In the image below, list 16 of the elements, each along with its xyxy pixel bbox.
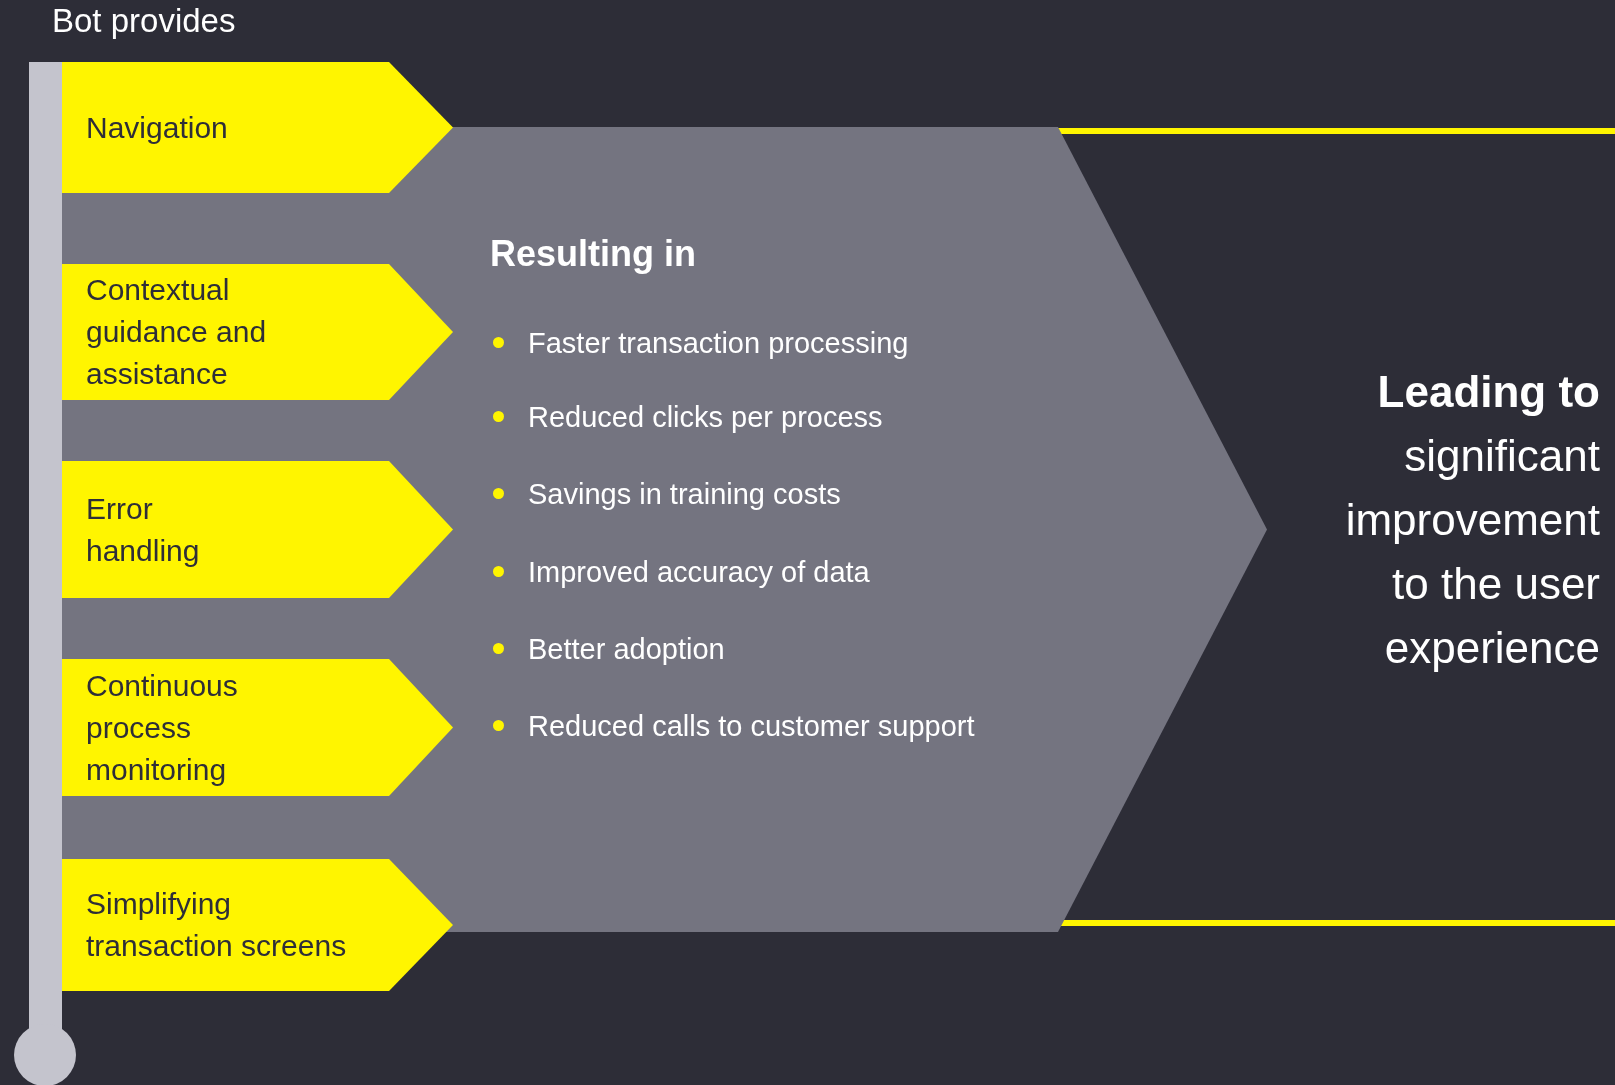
outcome-statement: Leading to significant improvement to the user experience (1344, 366, 1600, 674)
flag-label: Simplifying transaction screens (86, 886, 348, 964)
bullet-item: Reduced calls to customer support (528, 709, 975, 744)
flag-label: Contextual guidance and assistance (86, 272, 268, 392)
flag-banner (62, 859, 453, 991)
flag-label: Continuous process monitoring (86, 667, 239, 788)
bullet-item: Savings in training costs (528, 477, 841, 512)
section-heading: Resulting in (490, 233, 696, 275)
bullet-item: Improved accuracy of data (528, 555, 870, 590)
bullet-item: Faster transaction processing (528, 326, 909, 361)
bullet-item: Reduced clicks per process (528, 400, 883, 435)
flag-banner (62, 62, 453, 193)
panel-heading: Bot provides (52, 2, 236, 40)
flag-label: Navigation (86, 109, 229, 146)
bullet-item: Better adoption (528, 632, 725, 667)
flag-label: Error handling (86, 490, 201, 569)
